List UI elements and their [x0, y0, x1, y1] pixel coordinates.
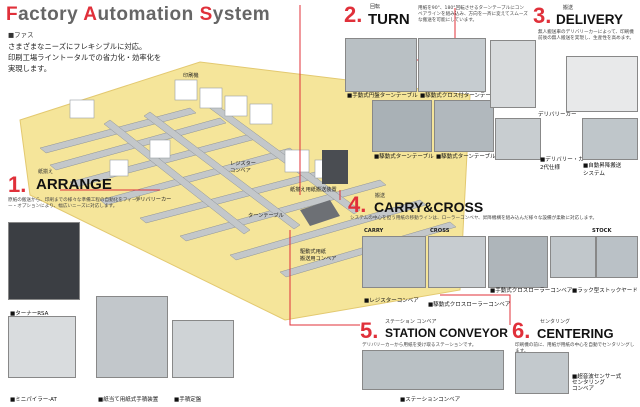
turn-photo-caption-1: ■手動式円盤ターンテーブル — [347, 93, 418, 99]
stock-header: STOCK — [592, 228, 612, 234]
subtitle: ■ファス — [8, 31, 34, 39]
centering-jp: センタリング — [540, 319, 571, 325]
station-desc: デリバリーカーから用紙を受け取るステーションです。 — [362, 343, 477, 348]
turn-title: TURN — [368, 11, 410, 28]
centering-title: CENTERING — [537, 326, 614, 341]
centering-desc: 印刷機の前に、用紙が用紙の中心を自動でセンタリングします。 — [515, 343, 635, 354]
intro-line-1: さまざまなニーズにフレキシブルに対応。 — [8, 42, 147, 51]
rail-cross-2 — [143, 111, 301, 230]
photo-carry-1 — [362, 236, 426, 288]
photo-delivery-4 — [582, 118, 638, 160]
turn-photo-caption-3: ■駆動式クロス付ターンテーブル — [420, 93, 502, 99]
rail-7 — [229, 199, 427, 261]
press-block-8 — [109, 159, 129, 177]
intro-line-2: 印刷工場ライントータルでの省力化・効率化を — [8, 53, 162, 62]
press-block-5 — [149, 139, 171, 159]
delivery-title: DELIVERY — [556, 12, 624, 27]
carry-number: 4. — [348, 192, 367, 217]
arrange-number: 1. — [8, 172, 27, 197]
delivery-caption-3: ■自動昇降搬送 システム — [583, 163, 622, 177]
press-block-9 — [69, 99, 95, 119]
press-block-2 — [199, 87, 223, 109]
station-title: STATION CONVEYOR — [385, 326, 508, 340]
label-delivery-car: デリバリーカー — [135, 197, 172, 203]
arrange-caption-4: ■手積定盤 — [174, 397, 202, 403]
delivery-number: 3. — [533, 3, 552, 28]
cross-header: CROSS — [430, 228, 450, 234]
label-register: レジスター コンベア — [230, 161, 256, 174]
carry-caption-1: ■レジスターコンベア — [364, 298, 419, 304]
label-conveyor-drive: 紙揃え用紙搬送装置 — [290, 187, 337, 193]
leader-centering — [440, 294, 511, 325]
station-jp: ステーション コンベア — [385, 319, 437, 325]
photo-turn-1 — [345, 38, 417, 92]
rail-cross-1 — [103, 119, 251, 235]
carry-caption-2: ■駆動式クロスローラーコンベア — [428, 302, 511, 308]
photo-arrange-2 — [8, 316, 76, 378]
intro-text: さまざまなニーズにフレキシブルに対応。 印刷工場ライントータルでの省力化・効率化… — [8, 41, 178, 74]
photo-turn-4 — [434, 100, 494, 152]
delivery-caption-1: デリバリーカー — [538, 112, 577, 118]
photo-carry-4 — [550, 236, 596, 278]
photo-turn-2 — [418, 38, 486, 92]
arrange-caption-2: ■ミニパイラー-AT — [10, 397, 57, 403]
carry-jp: 搬送 — [375, 193, 386, 199]
photo-station — [362, 350, 504, 390]
photo-carry-3 — [488, 236, 548, 288]
station-number: 5. — [360, 318, 379, 343]
photo-arrange-1 — [8, 222, 80, 300]
photo-arrange-4 — [172, 320, 234, 378]
arrange-title: ARRANGE — [36, 176, 112, 193]
photo-delivery-2 — [566, 56, 638, 112]
turner-machine — [322, 150, 348, 184]
turn-photo-caption-4: ■駆動式ターンテーブルコンベア — [436, 154, 518, 160]
leader-station — [289, 230, 360, 326]
centering-number: 6. — [512, 318, 531, 343]
turn-jp: 回転 — [370, 4, 381, 10]
press-block-1 — [174, 79, 198, 101]
carry-caption-4: ■ラック型ストックヤード — [572, 288, 638, 294]
photo-turn-3 — [372, 100, 432, 152]
turn-photo-caption-2: ■駆動式ターンテーブル — [374, 154, 434, 160]
photo-carry-5 — [596, 236, 638, 278]
photo-carry-2 — [428, 236, 486, 288]
delivery-desc: 無人搬送車のデリバリーカーによって、印刷機前後の無人搬送を実現し、生産性を高めま… — [538, 30, 635, 41]
carry-header: CARRY — [364, 228, 384, 234]
station-caption: ■ステーションコンベア — [400, 397, 461, 403]
arrange-caption-3: ■紙当て用紙式手積装置 — [98, 397, 159, 403]
photo-centering — [515, 352, 569, 394]
label-print: 印刷機 — [183, 73, 199, 79]
delivery-jp: 搬送 — [563, 5, 574, 11]
press-block-3 — [224, 95, 248, 117]
turn-desc: 用紙を90°、180°回転させるターンテーブルにコンベアラインを組み込み、方向を… — [418, 6, 528, 23]
arrange-machine — [300, 200, 340, 226]
label-drive-conveyor: 駆動式用紙 搬送用コンベア — [300, 249, 337, 262]
photo-arrange-3 — [96, 296, 168, 378]
carry-caption-3: ■手動式クロスローラーコンベア — [490, 288, 573, 294]
turn-number: 2. — [344, 2, 363, 27]
press-block-6 — [284, 149, 310, 173]
intro-line-3: 実現します。 — [8, 64, 52, 73]
label-turntable: ターンテーブル — [248, 213, 284, 219]
photo-delivery-3 — [495, 118, 541, 160]
arrange-caption-1: ■ターナーRSA — [10, 311, 49, 317]
delivery-caption-2: ■デリバリー・カー 2代仕様 — [540, 157, 590, 171]
carry-title: CARRY&CROSS — [374, 199, 484, 215]
arrange-desc: 原紙の搬送から、印刷までの様々な準備工程の自動化をフィードー・オプションにより、… — [8, 198, 142, 209]
centering-caption: ■超音波センサー式 センタリング コンベア — [572, 374, 622, 392]
carry-desc: システムの中心を担う用紙の移動ラインは、ローラーコンベヤ、昇降機構を組み込んだ様… — [350, 216, 598, 221]
press-block-4 — [249, 103, 273, 125]
photo-delivery-1 — [490, 40, 536, 108]
page-title: Factory Automation System — [6, 4, 271, 25]
arrange-jp: 紙揃え — [38, 169, 54, 175]
